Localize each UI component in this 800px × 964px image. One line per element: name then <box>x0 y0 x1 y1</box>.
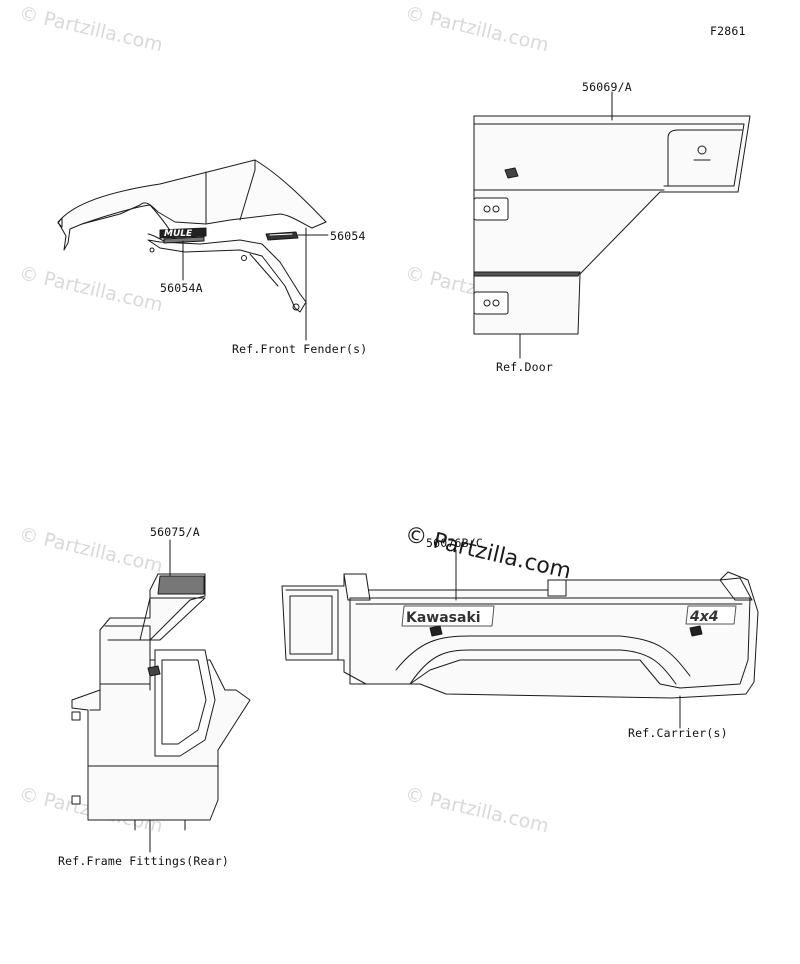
kawasaki-decal-text: Kawasaki <box>406 610 481 626</box>
ref-frame-fittings: Ref.Frame Fittings(Rear) <box>58 854 229 868</box>
callout-56054a[interactable]: 56054A <box>160 281 203 295</box>
ref-front-fender: Ref.Front Fender(s) <box>232 342 368 356</box>
four-by-four-decal-text: 4x4 <box>689 609 719 625</box>
front-fender-drawing <box>57 159 329 341</box>
frame-fittings-drawing <box>71 539 251 853</box>
callout-56054[interactable]: 56054 <box>330 229 366 243</box>
badge-decal <box>265 231 299 241</box>
callout-56076[interactable]: 56076B/C <box>426 536 483 550</box>
figure-code: F2861 <box>710 24 746 38</box>
ref-carrier: Ref.Carrier(s) <box>628 726 728 740</box>
carrier-drawing <box>281 549 759 729</box>
mule-decal-text: MULE <box>164 229 193 239</box>
ref-door: Ref.Door <box>496 360 553 374</box>
mule-decal <box>159 227 207 244</box>
four-by-four-decal <box>685 605 737 625</box>
door-drawing <box>473 91 751 359</box>
callout-56069[interactable]: 56069/A <box>582 80 632 94</box>
kawasaki-decal <box>401 605 495 627</box>
callout-56075[interactable]: 56075/A <box>150 525 200 539</box>
